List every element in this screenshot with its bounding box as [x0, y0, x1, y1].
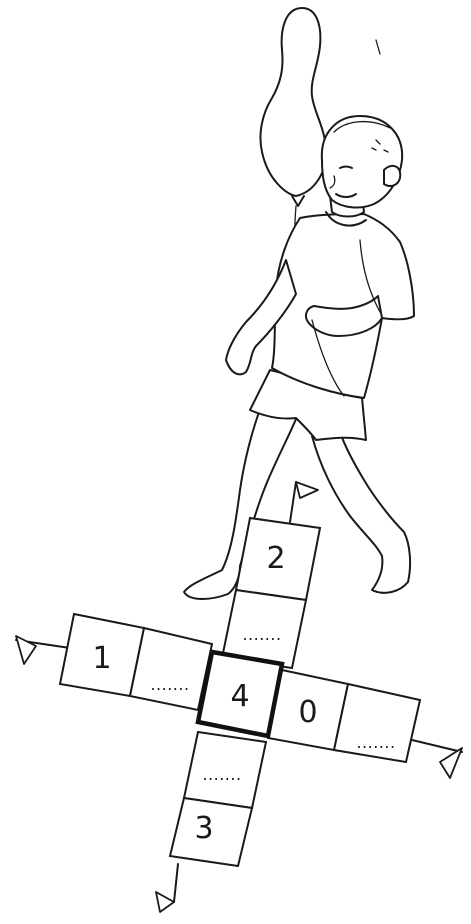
cell-left-inner: [128, 626, 214, 712]
cell-bottom-value: 3: [194, 811, 213, 846]
cell-left-value: 1: [92, 641, 111, 676]
cell-lower-value: .......: [202, 765, 241, 784]
cell-right: [332, 682, 422, 764]
cell-upper-value: .......: [242, 625, 281, 644]
cell-top-value: 2: [266, 541, 285, 576]
cell-right-inner-value: 0: [298, 695, 317, 730]
arrow-flag-icon: [15, 481, 463, 913]
cell-upper: [220, 588, 308, 670]
cell-bottom: [168, 796, 254, 868]
number-grid: 2 ....... 1 ....... 4 0 ....... ....... …: [58, 516, 422, 868]
boy-figure: [183, 115, 415, 600]
cell-left-inner-value: .......: [150, 675, 189, 694]
cell-center: [195, 649, 285, 739]
cell-center-value: 4: [230, 679, 249, 714]
cell-right-value: .......: [356, 733, 395, 752]
